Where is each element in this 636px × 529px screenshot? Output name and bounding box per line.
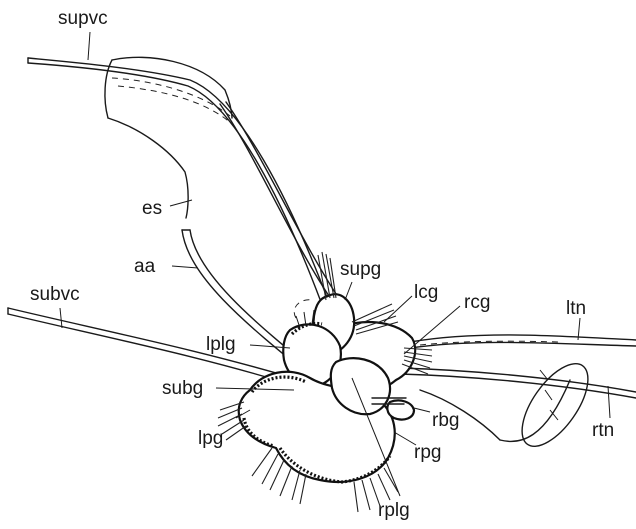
label-supvc: supvc bbox=[58, 8, 108, 29]
label-lcg: lcg bbox=[414, 282, 438, 303]
label-es: es bbox=[142, 198, 162, 219]
label-rtn: rtn bbox=[592, 420, 614, 441]
label-subvc: subvc bbox=[30, 284, 80, 305]
label-rbg: rbg bbox=[432, 410, 459, 431]
label-rpg: rpg bbox=[414, 442, 441, 463]
label-ltn: ltn bbox=[566, 298, 586, 319]
label-supg: supg bbox=[340, 259, 381, 280]
tentacular-nerves bbox=[400, 335, 636, 398]
label-subg: subg bbox=[162, 378, 203, 399]
supraintestinal-visceral-connective bbox=[28, 58, 340, 302]
tentacle-cone bbox=[420, 353, 601, 457]
ganglion-complex bbox=[239, 294, 415, 482]
subintestinal-visceral-connective bbox=[8, 308, 300, 386]
label-rcg: rcg bbox=[464, 292, 490, 313]
label-lpg: lpg bbox=[198, 428, 223, 449]
label-rplg: rplg bbox=[378, 500, 410, 521]
label-aa: aa bbox=[134, 256, 156, 277]
label-lplg: lplg bbox=[206, 334, 236, 355]
